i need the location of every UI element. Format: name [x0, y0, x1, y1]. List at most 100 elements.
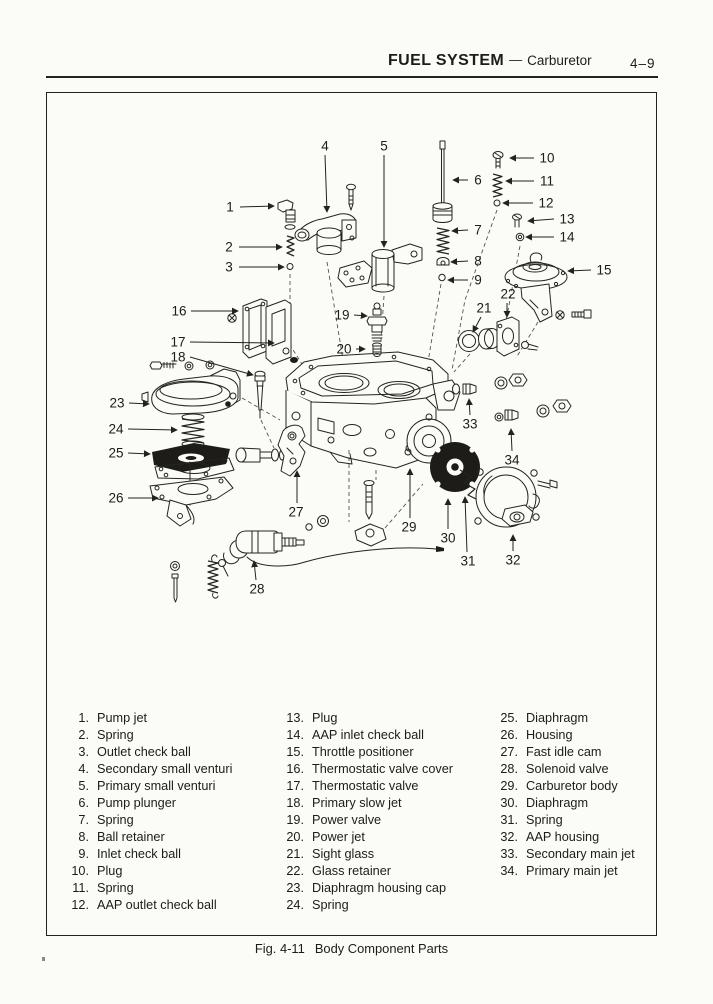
parts-list-item: 28.Solenoid valve — [491, 761, 635, 778]
page-header: FUEL SYSTEM—Carburetor — [388, 52, 592, 70]
part-name: Fast idle cam — [526, 745, 602, 759]
callout-number: 25 — [108, 446, 123, 461]
part-number: 13. — [286, 711, 304, 725]
part-19-power-valve — [366, 302, 388, 342]
part-number: 33. — [500, 847, 518, 861]
part-number: 25. — [500, 711, 518, 725]
part-name: Secondary main jet — [526, 847, 635, 861]
part-number: 5. — [78, 779, 89, 793]
parts-list-item: 1.Pump jet — [62, 710, 232, 727]
parts-list-item: 9. Inlet check ball — [62, 846, 232, 863]
callout-number: 21 — [476, 301, 491, 316]
part-number: 15. — [286, 745, 304, 759]
part-name: AAP inlet check ball — [312, 728, 424, 742]
parts-list-item: 33. Secondary main jet — [491, 846, 635, 863]
parts-list-item: 5. Primary small venturi — [62, 778, 232, 795]
callout-leader — [239, 202, 275, 210]
part-number: 26. — [500, 728, 518, 742]
part-32-aap-housing — [474, 466, 558, 528]
part-33-secondary-main-jet — [452, 383, 477, 395]
part-number: 16. — [286, 762, 304, 776]
callout-number: 17 — [170, 335, 185, 350]
callout-number: 18 — [170, 350, 185, 365]
parts-list-item: 12.AAP outlet check ball — [62, 897, 232, 914]
part-number: 31. — [500, 813, 518, 827]
parts-list-item: 18.Primary slow jet — [277, 795, 453, 812]
callout-number: 16 — [171, 304, 186, 319]
part-number: 20. — [286, 830, 304, 844]
part-name: Inlet check ball — [97, 847, 181, 861]
parts-list-item: 6.Pump plunger — [62, 795, 232, 812]
callout-number: 12 — [538, 196, 553, 211]
part-name: Diaphragm — [526, 796, 589, 810]
small-parts-below-housing — [170, 554, 229, 603]
part-number: 24. — [286, 898, 304, 912]
callout-leader — [127, 426, 178, 434]
callout-leader — [323, 154, 331, 213]
callout-number: 32 — [505, 553, 520, 568]
bracket-screws — [555, 309, 592, 320]
part-number: 4. — [78, 762, 89, 776]
part-name: Diaphragm housing cap — [312, 881, 447, 895]
parts-list-item: 8.Ball retainer — [62, 829, 232, 846]
part-number: 32. — [500, 830, 518, 844]
right-side-small-parts — [494, 373, 572, 418]
part-22-glass-retainer — [496, 316, 539, 357]
part-2-spring — [286, 235, 295, 257]
parts-list-item: 17.Thermostatic valve — [277, 778, 453, 795]
callout-leader — [461, 496, 469, 553]
part-name: Plug — [97, 864, 123, 878]
part-number: 19. — [286, 813, 304, 827]
part-15-throttle-positioner — [504, 252, 568, 323]
parts-list-item: 13.Plug — [277, 710, 453, 727]
callout-number: 22 — [500, 287, 515, 302]
callout-number: 5 — [380, 139, 388, 154]
parts-list-item: 25.Diaphragm — [491, 710, 635, 727]
part-21-sight-glass — [458, 328, 500, 352]
part-10-plug — [492, 151, 504, 169]
parts-list-item: 19. Power valve — [277, 812, 453, 829]
part-name: Power jet — [312, 830, 365, 844]
part-28-solenoid-valve — [223, 530, 444, 567]
callout-number: 7 — [474, 223, 482, 238]
part-number: 28. — [500, 762, 518, 776]
callout-number: 33 — [462, 417, 477, 432]
parts-list-item: 27. Fast idle cam — [491, 744, 635, 761]
callout-leader — [507, 428, 515, 452]
scan-speck — [42, 957, 45, 961]
part-number: 9. — [78, 847, 89, 861]
part-name: Thermostatic valve cover — [312, 762, 454, 776]
part-7-spring — [436, 227, 450, 255]
part-29-carburetor-body — [285, 351, 461, 547]
part-number: 8. — [78, 830, 89, 844]
callout-number: 29 — [401, 520, 416, 535]
parts-list-item: 31.Spring — [491, 812, 635, 829]
part-12-aap-outlet-check-ball — [493, 199, 501, 207]
part-name: Primary small venturi — [97, 779, 216, 793]
callout-number: 14 — [559, 230, 575, 245]
part-6-pump-plunger — [432, 140, 453, 223]
part-name: Spring — [97, 813, 134, 827]
header-rule — [46, 76, 658, 78]
parts-list-item: 26.Housing — [491, 727, 635, 744]
parts-list-item: 11.Spring — [62, 880, 232, 897]
part-number: 14. — [286, 728, 304, 742]
part-5-primary-small-venturi — [337, 243, 423, 293]
part-26-housing — [149, 476, 234, 527]
part-name: Throttle positioner — [312, 745, 414, 759]
part-name: Primary slow jet — [312, 796, 402, 810]
part-name: Power valve — [312, 813, 382, 827]
parts-list-item: 7. Spring — [62, 812, 232, 829]
part-name: Pump jet — [97, 711, 148, 725]
callout-leader — [189, 356, 254, 377]
part-number: 27. — [500, 745, 518, 759]
parts-list-item: 4.Secondary small venturi — [62, 761, 232, 778]
exploded-diagram: 1234567891011121314151617181920212223242… — [108, 139, 612, 603]
page-number: 4–9 — [630, 56, 656, 71]
parts-list-item: 24.Spring — [277, 897, 453, 914]
part-number: 7. — [78, 813, 89, 827]
